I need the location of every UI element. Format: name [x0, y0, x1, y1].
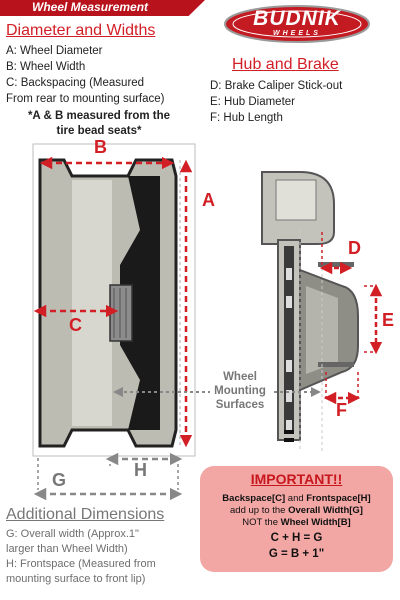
wheel-disc-profile: [120, 176, 160, 430]
hub-brake-assembly: [261, 171, 359, 452]
logo-badge-icon: [224, 5, 370, 43]
label-f: F: [336, 400, 347, 420]
spec-item-d: D: Brake Caliper Stick-out: [210, 80, 343, 92]
mounting-line-1: Wheel: [223, 371, 257, 383]
additional-line-2: larger than Wheel Width): [6, 543, 128, 555]
spec-item-c: C: Backspacing (Measured: [6, 77, 145, 89]
important-title: IMPORTANT!!: [250, 471, 343, 487]
spec-item-c-cont: From rear to mounting surface): [6, 93, 165, 105]
label-a: A: [202, 190, 215, 210]
logo-brand: BUDNIK: [253, 7, 341, 30]
equation-2: G = B + 1": [268, 548, 325, 560]
label-b: B: [94, 137, 107, 157]
label-c: C: [69, 315, 82, 335]
hub-brake-heading: Hub and Brake: [232, 56, 339, 73]
important-line-1: Backspace[C] and Frontspace[H]: [222, 493, 371, 504]
bead-seat-note-1: *A & B measured from the: [27, 110, 171, 122]
additional-line-4: mounting surface to front lip): [6, 573, 146, 585]
lug-nut: [109, 284, 133, 342]
spec-item-e: E: Hub Diameter: [210, 96, 296, 108]
additional-line-3: H: Frontspace (Measured from: [6, 558, 156, 570]
important-note: IMPORTANT!! Backspace[C] and Frontspace[…: [200, 466, 393, 572]
barrel-highlight: [72, 180, 112, 426]
spec-item-f: F: Hub Length: [210, 112, 283, 124]
label-h: H: [134, 460, 147, 480]
mounting-line-2: Mounting: [214, 385, 266, 397]
header-banner: Wheel Measurement: [0, 0, 205, 16]
diameter-widths-heading: Diameter and Widths: [6, 22, 156, 39]
important-line-2: add up to the Overall Width[G]: [230, 505, 363, 516]
spec-item-b: B: Wheel Width: [6, 61, 86, 73]
bead-seat-note-2: tire bead seats*: [56, 125, 142, 137]
banner-title: Wheel Measurement: [32, 0, 149, 14]
mounting-line-3: Surfaces: [215, 399, 265, 411]
logo-sub: WHEELS: [273, 30, 321, 37]
label-e: E: [382, 310, 395, 330]
additional-line-1: G: Overall width (Approx.1": [6, 528, 139, 540]
important-line-3: NOT the Wheel Width[B]: [242, 517, 351, 528]
budnik-logo: BUDNIK WHEELS: [222, 4, 372, 44]
spec-item-a: A: Wheel Diameter: [6, 45, 103, 57]
equation-1: C + H = G: [270, 532, 323, 544]
additional-heading: Additional Dimensions: [6, 506, 165, 523]
mounting-surfaces-label: Wheel Mounting Surfaces: [200, 370, 280, 412]
label-d: D: [348, 238, 361, 258]
label-g: G: [52, 470, 67, 490]
